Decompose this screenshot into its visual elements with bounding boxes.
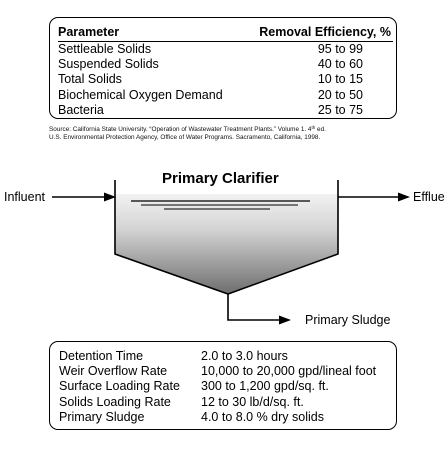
parameter-header: Parameter [58,24,243,42]
parameter-cell: Primary Sludge [59,409,145,424]
efficiency-cell: 95 to 99 [317,42,363,56]
table-row: Weir Overflow Rate 10,000 to 20,000 gpd/… [59,364,376,379]
clarifier-tank-fill [115,194,338,294]
efficiency-cell: 40 to 60 [317,57,363,72]
primary-sludge-label: Primary Sludge [305,313,391,327]
value-cell: 10,000 to 20,000 gpd/lineal foot [201,364,377,379]
table-row: Surface Loading Rate 300 to 1,200 gpd/sq… [59,379,376,394]
efficiency-cell: 20 to 50 [317,87,363,102]
table-row: Bacteria 25 to 75 [58,103,393,118]
design-parameters-box: Detention Time 2.0 to 3.0 hours Weir Ove… [49,341,397,430]
parameter-cell: Surface Loading Rate [59,379,180,394]
parameter-cell: Solids Loading Rate [59,394,171,409]
parameter-cell: Settleable Solids [58,42,152,56]
parameter-cell: Weir Overflow Rate [59,364,168,379]
source-line-2: U.S. Environmental Protection Agency, Of… [49,134,321,141]
efficiency-cell: 25 to 75 [317,102,363,117]
clarifier-title: Primary Clarifier [162,170,279,187]
source-line-1: Source: California State University. “Op… [49,125,326,133]
parameter-cell: Detention Time [59,349,144,363]
value-cell: 300 to 1,200 gpd/sq. ft. [201,379,329,394]
effluent-arrowhead [398,192,410,202]
design-parameters-table: Detention Time 2.0 to 3.0 hours Weir Ove… [59,349,376,425]
table-row: Detention Time 2.0 to 3.0 hours [59,349,376,364]
effluent-label: Effluent [413,190,445,204]
value-cell: 2.0 to 3.0 hours [201,349,288,363]
removal-efficiency-table: Parameter Removal Efficiency, % Settleab… [58,24,393,118]
influent-label: Influent [4,190,46,204]
table-row: Primary Sludge 4.0 to 8.0 % dry solids [59,410,376,425]
table-row: Settleable Solids 95 to 99 [58,42,393,58]
value-cell: 12 to 30 lb/d/sq. ft. [201,394,304,409]
table-row: Suspended Solids 40 to 60 [58,57,393,72]
parameter-cell: Bacteria [58,102,104,117]
table-row: Biochemical Oxygen Demand 20 to 50 [58,88,393,103]
sludge-arrowhead [279,315,291,325]
clarifier-drawing [52,180,410,325]
primary-clarifier-diagram: Primary Clarifier Influent Effluent Prim… [0,160,445,335]
influent-arrowhead [104,192,116,202]
parameter-cell: Total Solids [58,72,122,87]
removal-efficiency-table-box: Parameter Removal Efficiency, % Settleab… [49,17,397,119]
value-cell: 4.0 to 8.0 % dry solids [201,409,324,424]
table-row: Total Solids 10 to 15 [58,72,393,87]
table-header-row: Parameter Removal Efficiency, % [58,24,393,42]
parameter-cell: Biochemical Oxygen Demand [58,87,223,102]
source-citation: Source: California State University. “Op… [49,125,429,142]
sludge-outlet-pipe [227,294,283,321]
efficiency-cell: 10 to 15 [317,72,363,87]
removal-efficiency-header: Removal Efficiency, % [242,24,393,42]
parameter-cell: Suspended Solids [58,57,159,72]
table-row: Solids Loading Rate 12 to 30 lb/d/sq. ft… [59,395,376,410]
